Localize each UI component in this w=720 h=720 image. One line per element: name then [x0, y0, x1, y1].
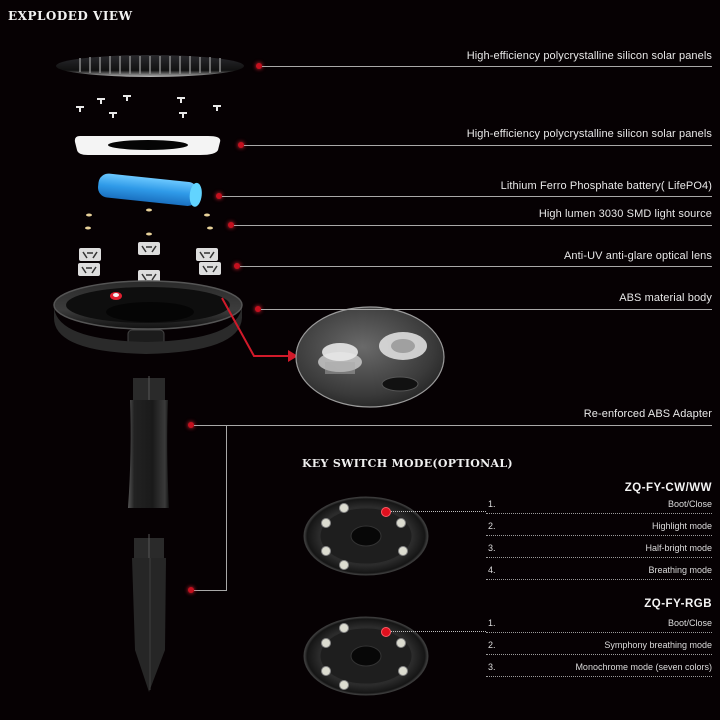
callout-label: High lumen 3030 SMD light source — [538, 208, 712, 220]
callout-arrow — [221, 297, 290, 357]
model-name: ZQ-FY-CW/WW — [624, 482, 712, 494]
ground-spike-icon — [132, 534, 166, 692]
callout-line — [194, 590, 227, 591]
callout-label: High-efficiency polycrystalline silicon … — [466, 50, 712, 62]
callout-label: Lithium Ferro Phosphate battery( LifePO4… — [500, 180, 712, 192]
adapter-tube-icon — [128, 376, 169, 508]
callout-dot — [234, 263, 240, 269]
callout-dot — [238, 142, 244, 148]
callout-dot — [256, 63, 262, 69]
switch-dial-icon — [303, 616, 429, 696]
key-switch-title: KEY SWITCH MODE(OPTIONAL) — [302, 457, 513, 470]
callout-bracket-line — [226, 425, 227, 591]
page-title: EXPLODED VIEW — [8, 9, 133, 23]
lens-closeup-icon — [295, 306, 445, 408]
mode-row: 2.Highlight mode — [486, 519, 712, 536]
solar-panel-icon — [56, 55, 244, 77]
switch-dial-icon — [303, 496, 429, 576]
optical-lens-icon — [78, 242, 221, 283]
callout-dot — [188, 587, 194, 593]
mode-row: 1.Boot/Close — [486, 497, 712, 514]
screws-icon — [76, 95, 221, 118]
callout-line — [234, 225, 712, 226]
mode-row: 3.Monochrome mode (seven colors) — [486, 660, 712, 677]
battery-icon — [98, 173, 202, 207]
mode-row: 2.Symphony breathing mode — [486, 638, 712, 655]
callout-label: Anti-UV anti-glare optical lens — [563, 250, 712, 262]
callout-line — [262, 66, 712, 67]
callout-label: ABS material body — [619, 292, 712, 304]
model-name: ZQ-FY-RGB — [644, 598, 712, 610]
callout-label: High-efficiency polycrystalline silicon … — [466, 128, 712, 140]
gasket-ring-icon — [74, 136, 221, 155]
smd-led-icon — [85, 208, 213, 236]
callout-line — [240, 266, 712, 267]
callout-dot — [255, 306, 261, 312]
mode-row: 4.Breathing mode — [486, 563, 712, 580]
callout-line — [261, 309, 712, 310]
dotted-leader — [391, 631, 486, 632]
callout-line — [244, 145, 712, 146]
callout-label: Re-enforced ABS Adapter — [583, 408, 712, 420]
dotted-leader — [391, 511, 486, 512]
callout-dot — [188, 422, 194, 428]
mode-row: 1.Boot/Close — [486, 616, 712, 633]
mode-row: 3.Half-bright mode — [486, 541, 712, 558]
abs-body-icon — [53, 280, 243, 354]
callout-line — [222, 196, 712, 197]
callout-dot — [228, 222, 234, 228]
callout-line — [194, 425, 712, 426]
callout-dot — [216, 193, 222, 199]
